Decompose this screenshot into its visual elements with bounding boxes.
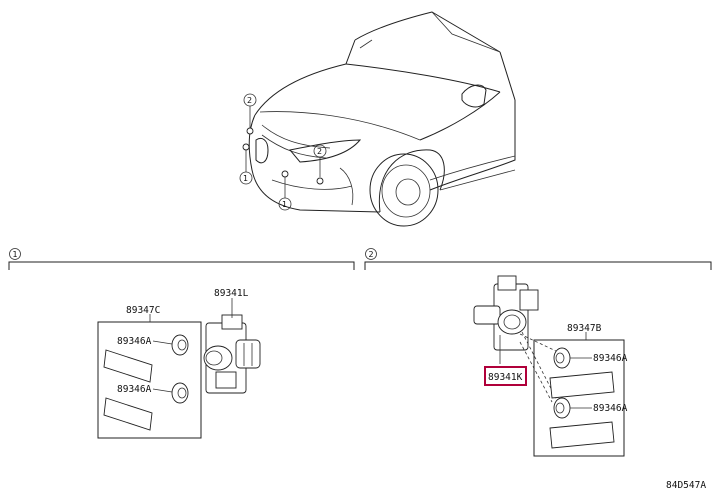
svg-text:1: 1 [243, 174, 248, 183]
section-1-bracket [8, 261, 355, 270]
sensor-89341L [203, 314, 261, 394]
part-label-89346A-right-upper[interactable]: 89346A [593, 353, 628, 364]
cover-upper-left [103, 349, 153, 383]
svg-text:2: 2 [369, 250, 374, 259]
part-label-89346A-left-upper[interactable]: 89346A [117, 336, 152, 347]
holder-frame-89347B [533, 339, 625, 457]
section-2-bracket [364, 261, 712, 270]
part-label-89346A-left-lower[interactable]: 89346A [117, 384, 152, 395]
callout-1-left[interactable]: 1 [239, 143, 253, 185]
cover-lower-right [549, 421, 615, 449]
cover-lower-left [103, 397, 153, 431]
cover-upper-right [549, 371, 615, 399]
car-callouts: 2 1 1 2 [239, 93, 327, 211]
retainer-left-upper [171, 334, 189, 356]
svg-text:1: 1 [282, 200, 287, 209]
section-1-marker: 1 [9, 248, 21, 260]
sensor-89341K [473, 275, 539, 364]
figure-code: 84D547A [666, 480, 706, 491]
part-label-89347C[interactable]: 89347C [126, 305, 160, 316]
section-2: 2 89341K 89347B [364, 248, 712, 457]
holder-frame-89347C [97, 321, 202, 439]
part-label-89347B[interactable]: 89347B [567, 323, 602, 334]
section-2-marker: 2 [365, 248, 377, 260]
section-1: 1 89347C 89346A 89346A [8, 248, 355, 439]
callout-1-center[interactable]: 1 [278, 170, 292, 211]
callout-2-left[interactable]: 2 [243, 93, 257, 135]
highlight-box-89341K [484, 366, 527, 386]
car-illustration [248, 11, 516, 227]
svg-text:2: 2 [317, 147, 322, 156]
svg-text:1: 1 [13, 250, 18, 259]
callout-2-right[interactable]: 2 [313, 144, 327, 185]
part-label-89341L[interactable]: 89341L [214, 288, 249, 299]
part-label-89341K[interactable]: 89341K [488, 372, 523, 383]
retainer-right-lower [553, 397, 571, 419]
part-label-89346A-right-lower[interactable]: 89346A [593, 403, 628, 414]
retainer-left-lower [171, 382, 189, 404]
svg-text:2: 2 [247, 96, 252, 105]
retainer-right-upper [553, 347, 571, 369]
